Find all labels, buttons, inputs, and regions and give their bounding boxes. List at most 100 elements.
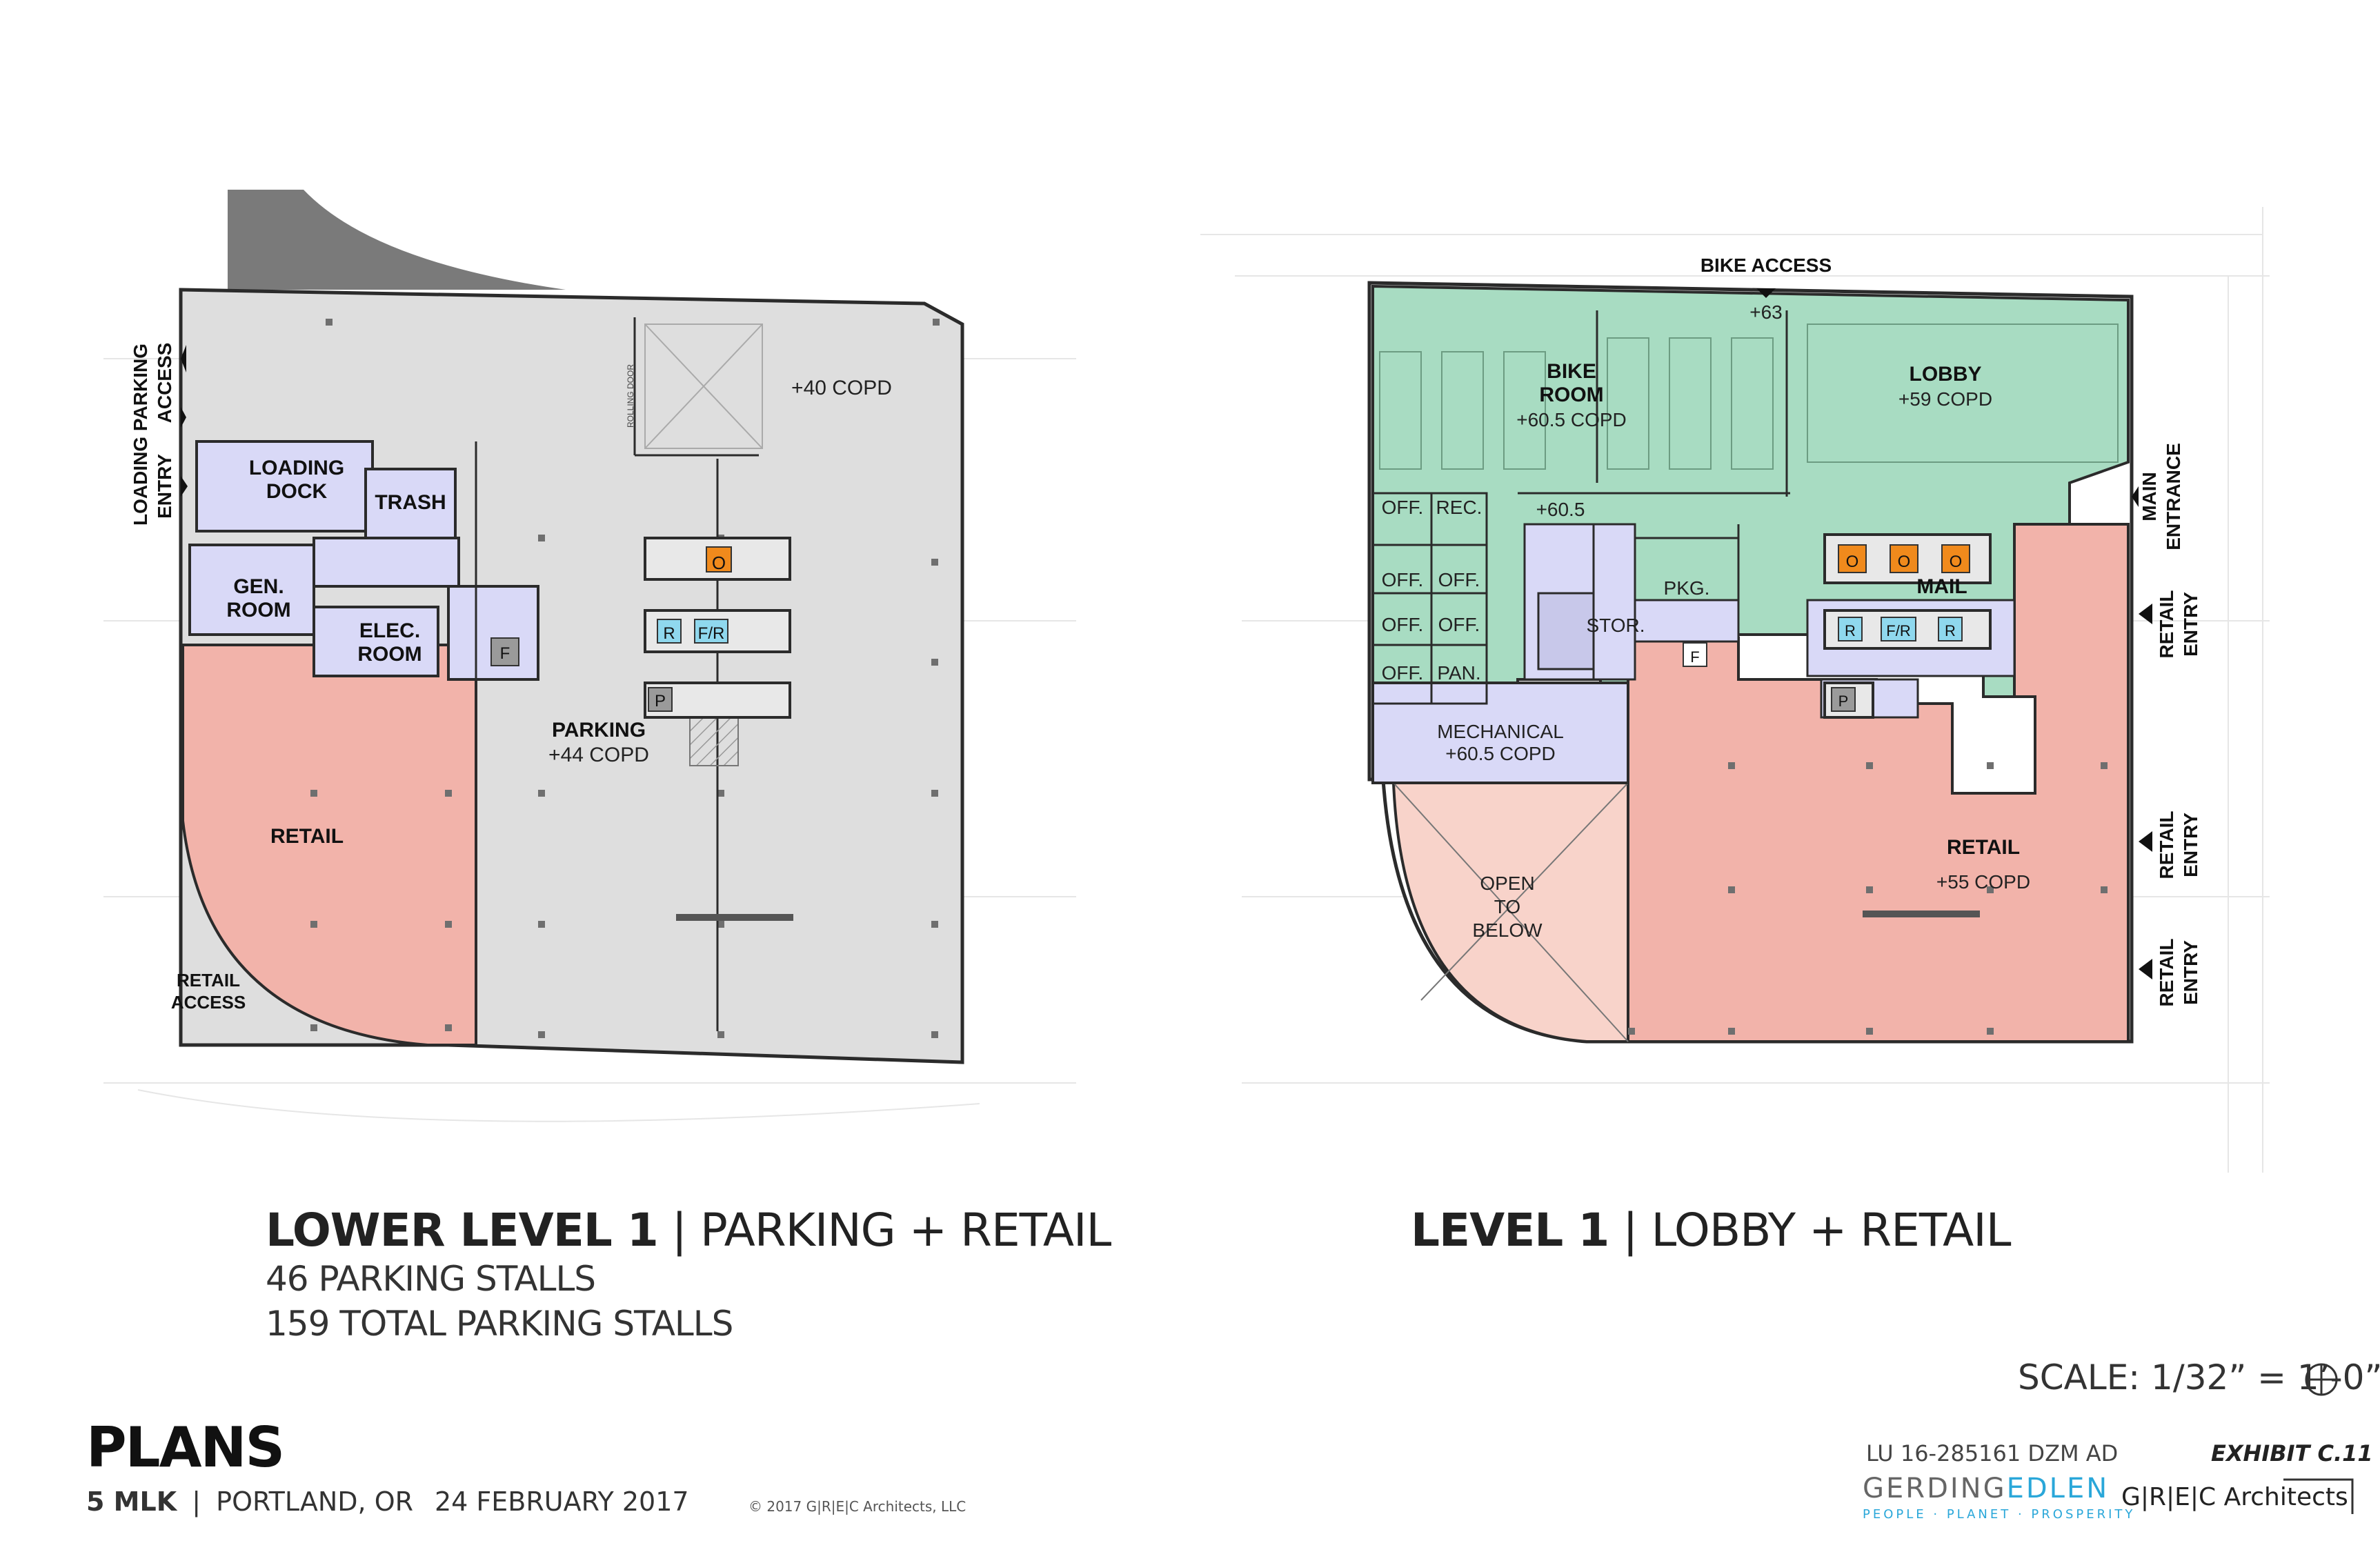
side-loading-parking: LOADING PARKING [130, 344, 151, 526]
side-main: MAIN [2139, 472, 2160, 521]
side-access: ACCESS [154, 343, 175, 424]
side-retail-3: RETAIL [2156, 938, 2177, 1006]
side-entry-1: ENTRY [2180, 592, 2201, 657]
footer-case-number: LU 16-285161 DZM AD [1866, 1440, 2119, 1466]
brand-tagline: PEOPLE · PLANET · PROSPERITY [1863, 1507, 2136, 1522]
elevator-f-right [1683, 642, 1707, 667]
elevator-fr-right [1881, 617, 1916, 641]
tag-f: F [500, 644, 510, 663]
label-elec-2: ROOM [357, 643, 422, 666]
label-off-6: OFF. [1382, 662, 1424, 684]
brand-gerding: GERDING [1863, 1473, 2007, 1504]
label-gen-1: GEN. [233, 575, 284, 598]
plan-lower-level-1: LOADING DOCK TRASH GEN. ROOM ELEC. ROOM … [103, 190, 1076, 1122]
trash-room [364, 468, 457, 546]
tag-fr: F/R [698, 624, 725, 643]
retail-entry-arrow-3 [2139, 959, 2152, 979]
elevator-o-left [706, 546, 732, 573]
entry-arrow-3 [181, 476, 188, 497]
label-stor: STOR. [1586, 615, 1645, 636]
label-bike-copd: +60.5 COPD [1516, 409, 1627, 430]
brand-edlen: EDLEN [2006, 1473, 2110, 1504]
caption-lower-bold: LOWER LEVEL 1 [266, 1204, 659, 1257]
caption-level-bold: LEVEL 1 [1411, 1204, 1609, 1257]
elevator-fr-left [694, 619, 728, 644]
stair-left [313, 537, 460, 588]
tag-r-2: R [1945, 622, 1956, 639]
tag-r: R [663, 624, 675, 643]
label-off-1: OFF. [1382, 497, 1424, 518]
grec-architects: G|R|E|C Architects [2121, 1483, 2348, 1511]
grec-corner-mark [2283, 1478, 2354, 1514]
elevator-o-right-1 [1838, 544, 1867, 573]
footer-project-line: 5 MLK | PORTLAND, OR [86, 1486, 413, 1517]
label-off-4: OFF. [1382, 614, 1424, 635]
label-bike-access: BIKE ACCESS [1700, 255, 1832, 276]
side-retail-1: RETAIL [2156, 590, 2177, 658]
caption-lower-level: LOWER LEVEL 1 | PARKING + RETAIL [266, 1204, 1111, 1257]
caption-total-stalls: 159 TOTAL PARKING STALLS [266, 1304, 733, 1344]
label-mail: MAIL [1916, 575, 1967, 598]
neighbor-building-wedge [228, 190, 566, 290]
tag-r-1: R [1845, 622, 1856, 639]
retail-entry-arrow-1 [2139, 604, 2152, 624]
label-retail-right: RETAIL [1947, 836, 2020, 859]
label-open-3: BELOW [1472, 919, 1543, 941]
loading-dock-room [195, 440, 374, 533]
label-trash: TRASH [375, 491, 446, 514]
label-pkg: PKG. [1664, 577, 1710, 599]
side-entry-2: ENTRY [2180, 813, 2201, 877]
footer-copyright: © 2017 G|R|E|C Architects, LLC [748, 1498, 966, 1515]
gerding-edlen-logo: GERDINGEDLEN [1863, 1473, 2109, 1504]
elevator-r-right-2 [1938, 617, 1963, 641]
elevator-f-left [490, 637, 519, 666]
label-copd-top: +40 COPD [791, 377, 892, 399]
label-off-5: OFF. [1438, 614, 1480, 635]
elevator-r-right-1 [1838, 617, 1863, 641]
label-gen-2: ROOM [226, 599, 290, 621]
label-retail-copd: +55 COPD [1936, 871, 2030, 893]
label-bike-1: BIKE [1547, 360, 1596, 383]
label-pan: PAN. [1437, 662, 1480, 684]
side-retail-access-2: ACCESS [171, 992, 246, 1013]
label-rolling-door: ROLLING DOOR [626, 364, 635, 428]
scale-north-icon [2305, 1363, 2338, 1396]
scale-text: SCALE: 1/32” = 1’-0” [2018, 1357, 2380, 1397]
label-open-1: OPEN [1480, 873, 1534, 894]
label-elec-1: ELEC. [359, 619, 420, 642]
entry-arrow-2 [181, 407, 186, 428]
elevator-p-left [648, 687, 673, 712]
caption-level-thin: LOBBY + RETAIL [1651, 1204, 2011, 1257]
gen-room [188, 544, 315, 636]
label-loading-1: LOADING [249, 457, 344, 479]
label-rec: REC. [1436, 497, 1482, 518]
tag-o-3: O [1950, 553, 1963, 571]
footer-city: PORTLAND, OR [216, 1486, 414, 1517]
label-lobby: LOBBY [1910, 363, 1982, 386]
footer-exhibit: EXHIBIT C.11 [2211, 1440, 2373, 1466]
label-off-2: OFF. [1382, 569, 1424, 590]
tag-f-right: F [1690, 648, 1699, 666]
elevator-p-right [1831, 687, 1856, 712]
caption-level-sep: | [1623, 1204, 1638, 1257]
caption-stalls: 46 PARKING STALLS [266, 1259, 596, 1299]
caption-level-1: LEVEL 1 | LOBBY + RETAIL [1411, 1204, 2012, 1257]
footer-date: 24 FEBRUARY 2017 [435, 1486, 689, 1517]
label-lobby-copd: +59 COPD [1898, 388, 1992, 410]
footer-sep: | [192, 1486, 201, 1517]
label-loading-2: DOCK [266, 480, 328, 503]
label-parking-copd: +44 COPD [548, 744, 649, 766]
side-entrance: ENTRANCE [2163, 443, 2184, 550]
tag-p: P [655, 692, 666, 710]
entry-arrow-1 [181, 345, 186, 372]
label-mech-copd: +60.5 COPD [1445, 743, 1556, 764]
tag-p-right: P [1838, 693, 1849, 710]
label-plus60-5: +60.5 [1536, 499, 1585, 520]
elevator-r-left [657, 619, 682, 644]
label-mechanical: MECHANICAL [1437, 721, 1564, 742]
label-retail-left: RETAIL [270, 825, 344, 848]
side-entry-3: ENTRY [2180, 940, 2201, 1005]
side-entry: ENTRY [154, 454, 175, 519]
tag-o-1: O [1846, 553, 1859, 571]
